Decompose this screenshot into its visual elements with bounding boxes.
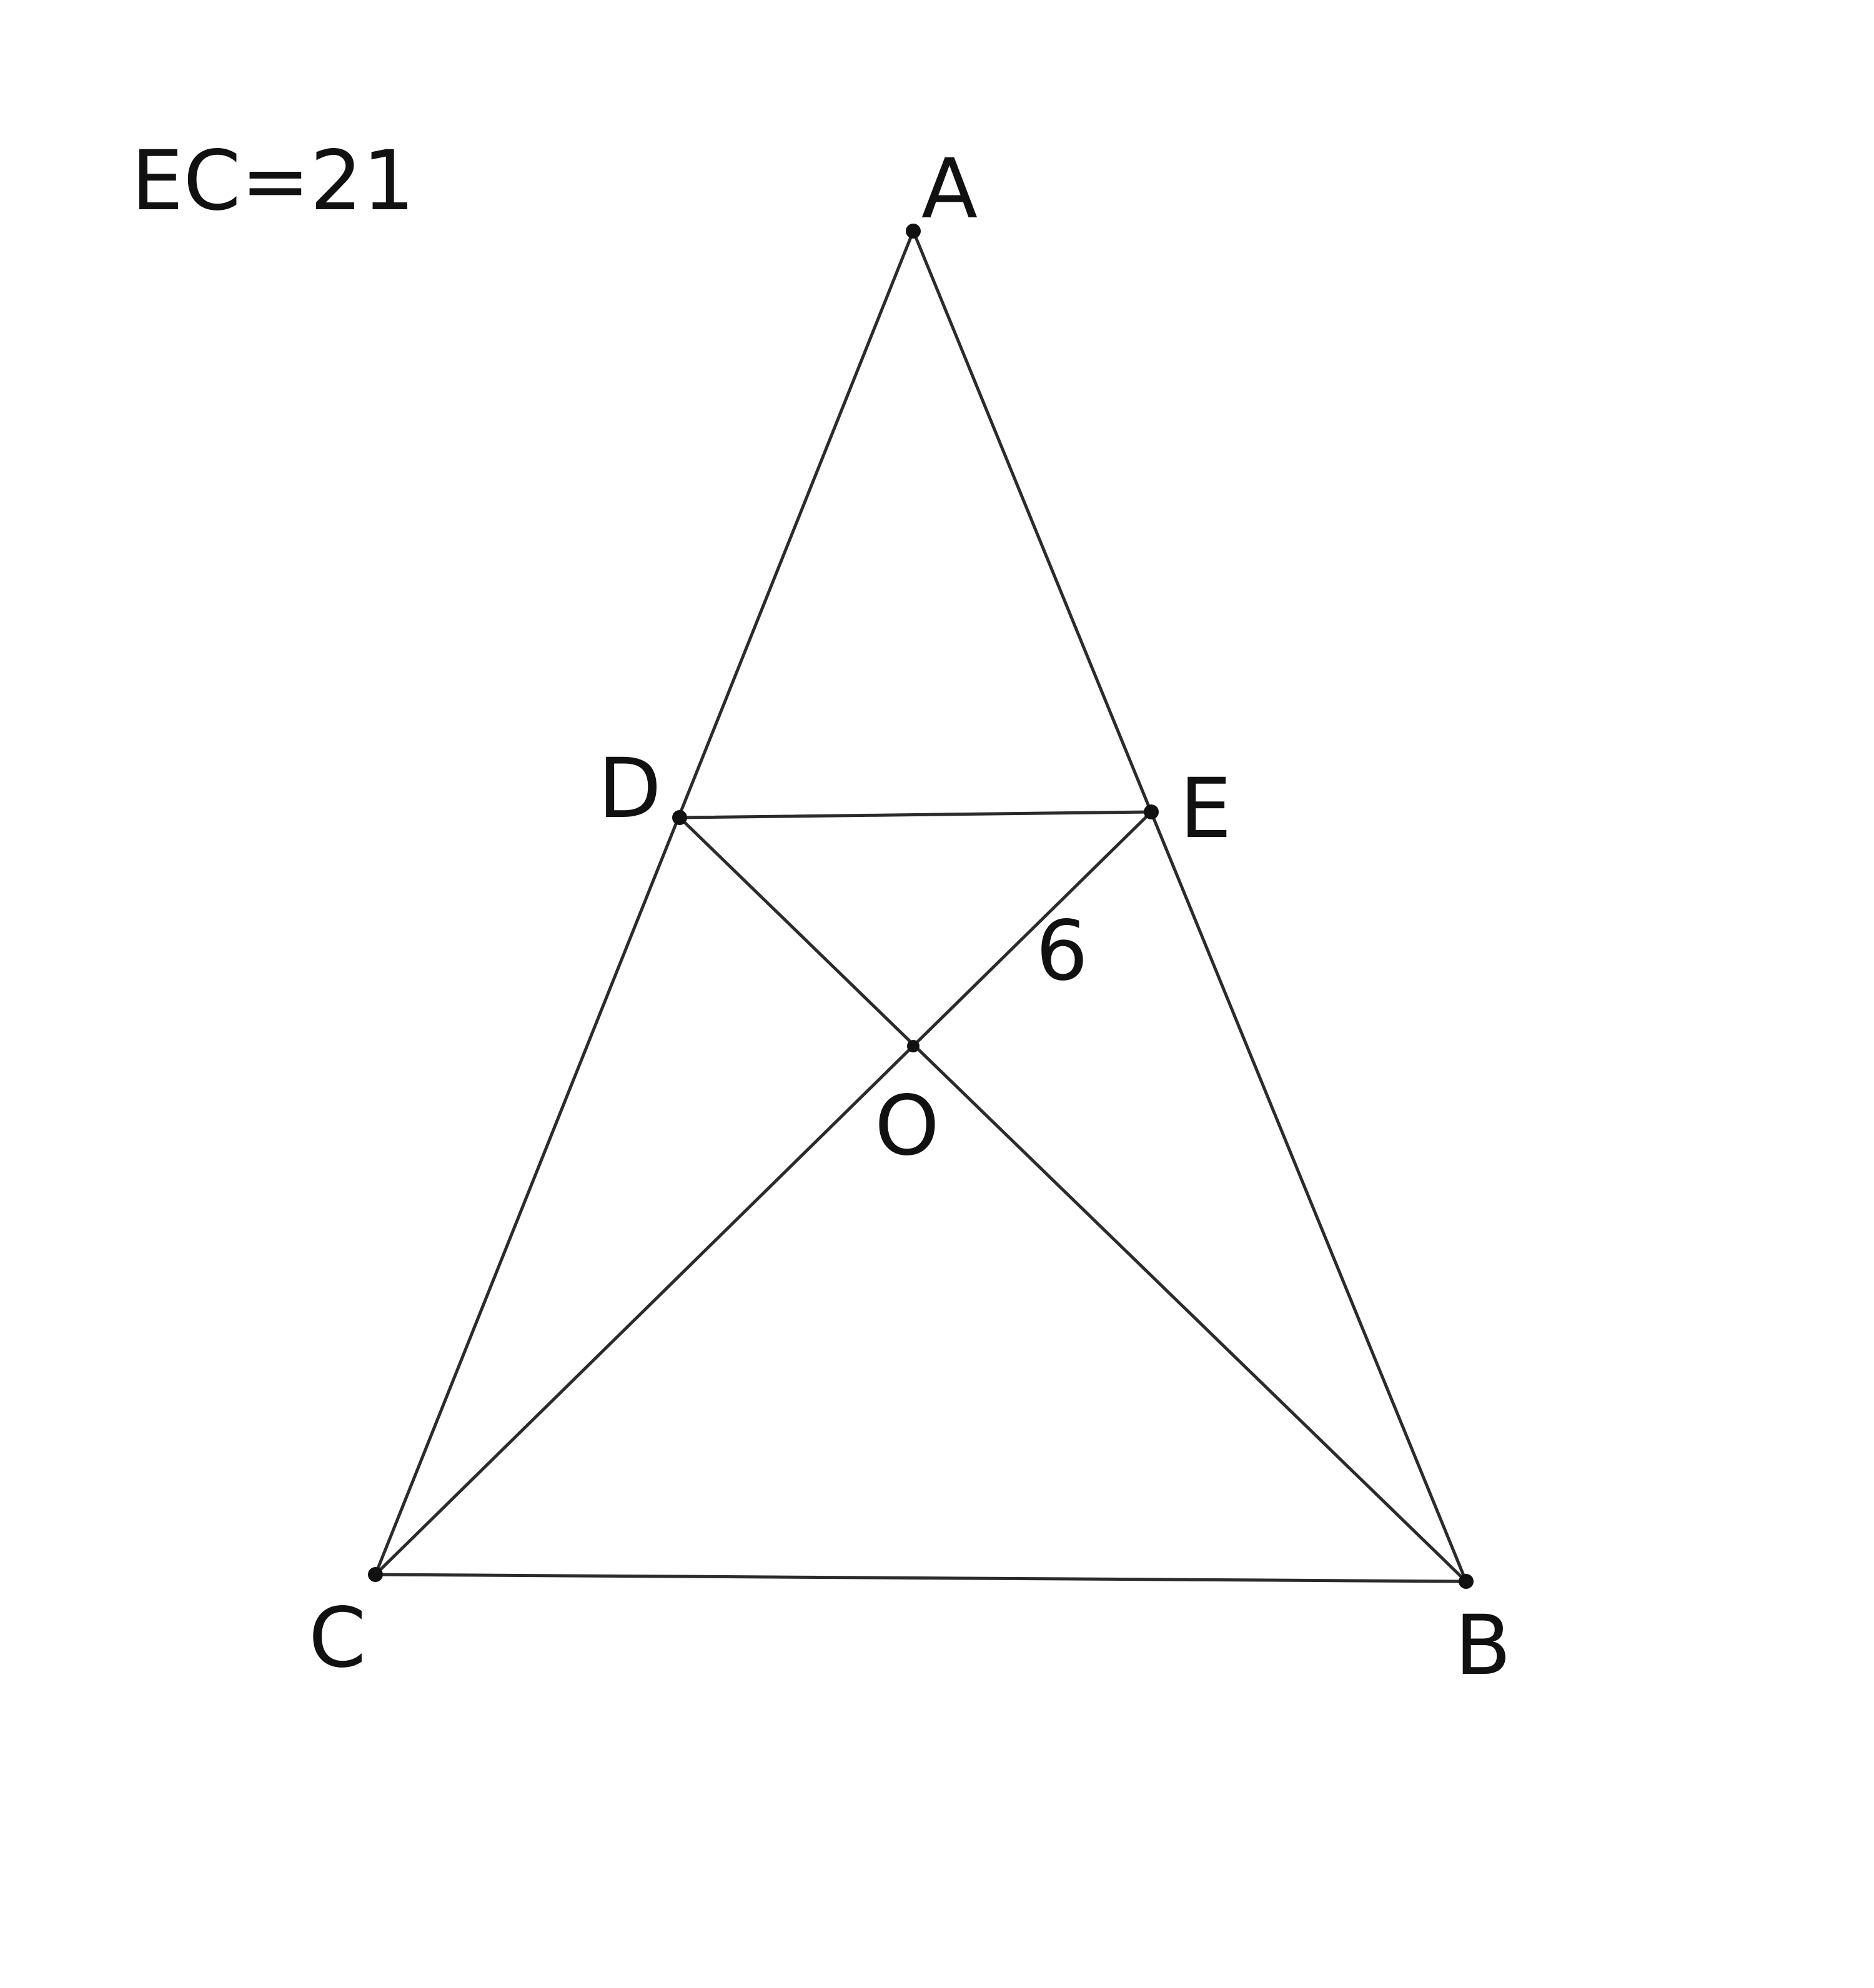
segments-layer [374, 229, 1468, 1583]
measure-labels-layer: 6 [1036, 903, 1088, 999]
segment-ec [374, 810, 1153, 1576]
point-label-b: B [1455, 1598, 1512, 1694]
points-layer [368, 224, 1474, 1589]
point-o [907, 1040, 920, 1052]
point-label-d: D [598, 741, 662, 837]
point-d [672, 810, 687, 825]
measure-label-eo: 6 [1036, 903, 1088, 999]
point-label-a: A [921, 141, 978, 237]
segment-ab [911, 229, 1468, 1583]
point-label-o: O [875, 1078, 939, 1174]
point-labels-layer: A D E O C B [309, 141, 1511, 1694]
point-c [368, 1567, 383, 1582]
point-b [1459, 1574, 1474, 1589]
point-a [906, 224, 921, 239]
point-e [1144, 804, 1159, 819]
segment-cb [374, 1573, 1468, 1583]
point-label-c: C [309, 1590, 366, 1686]
segment-de [678, 810, 1153, 819]
point-label-e: E [1179, 761, 1231, 857]
segment-ac [374, 229, 915, 1576]
given-length-text: EC=21 [131, 133, 415, 229]
segment-db [678, 816, 1468, 1583]
